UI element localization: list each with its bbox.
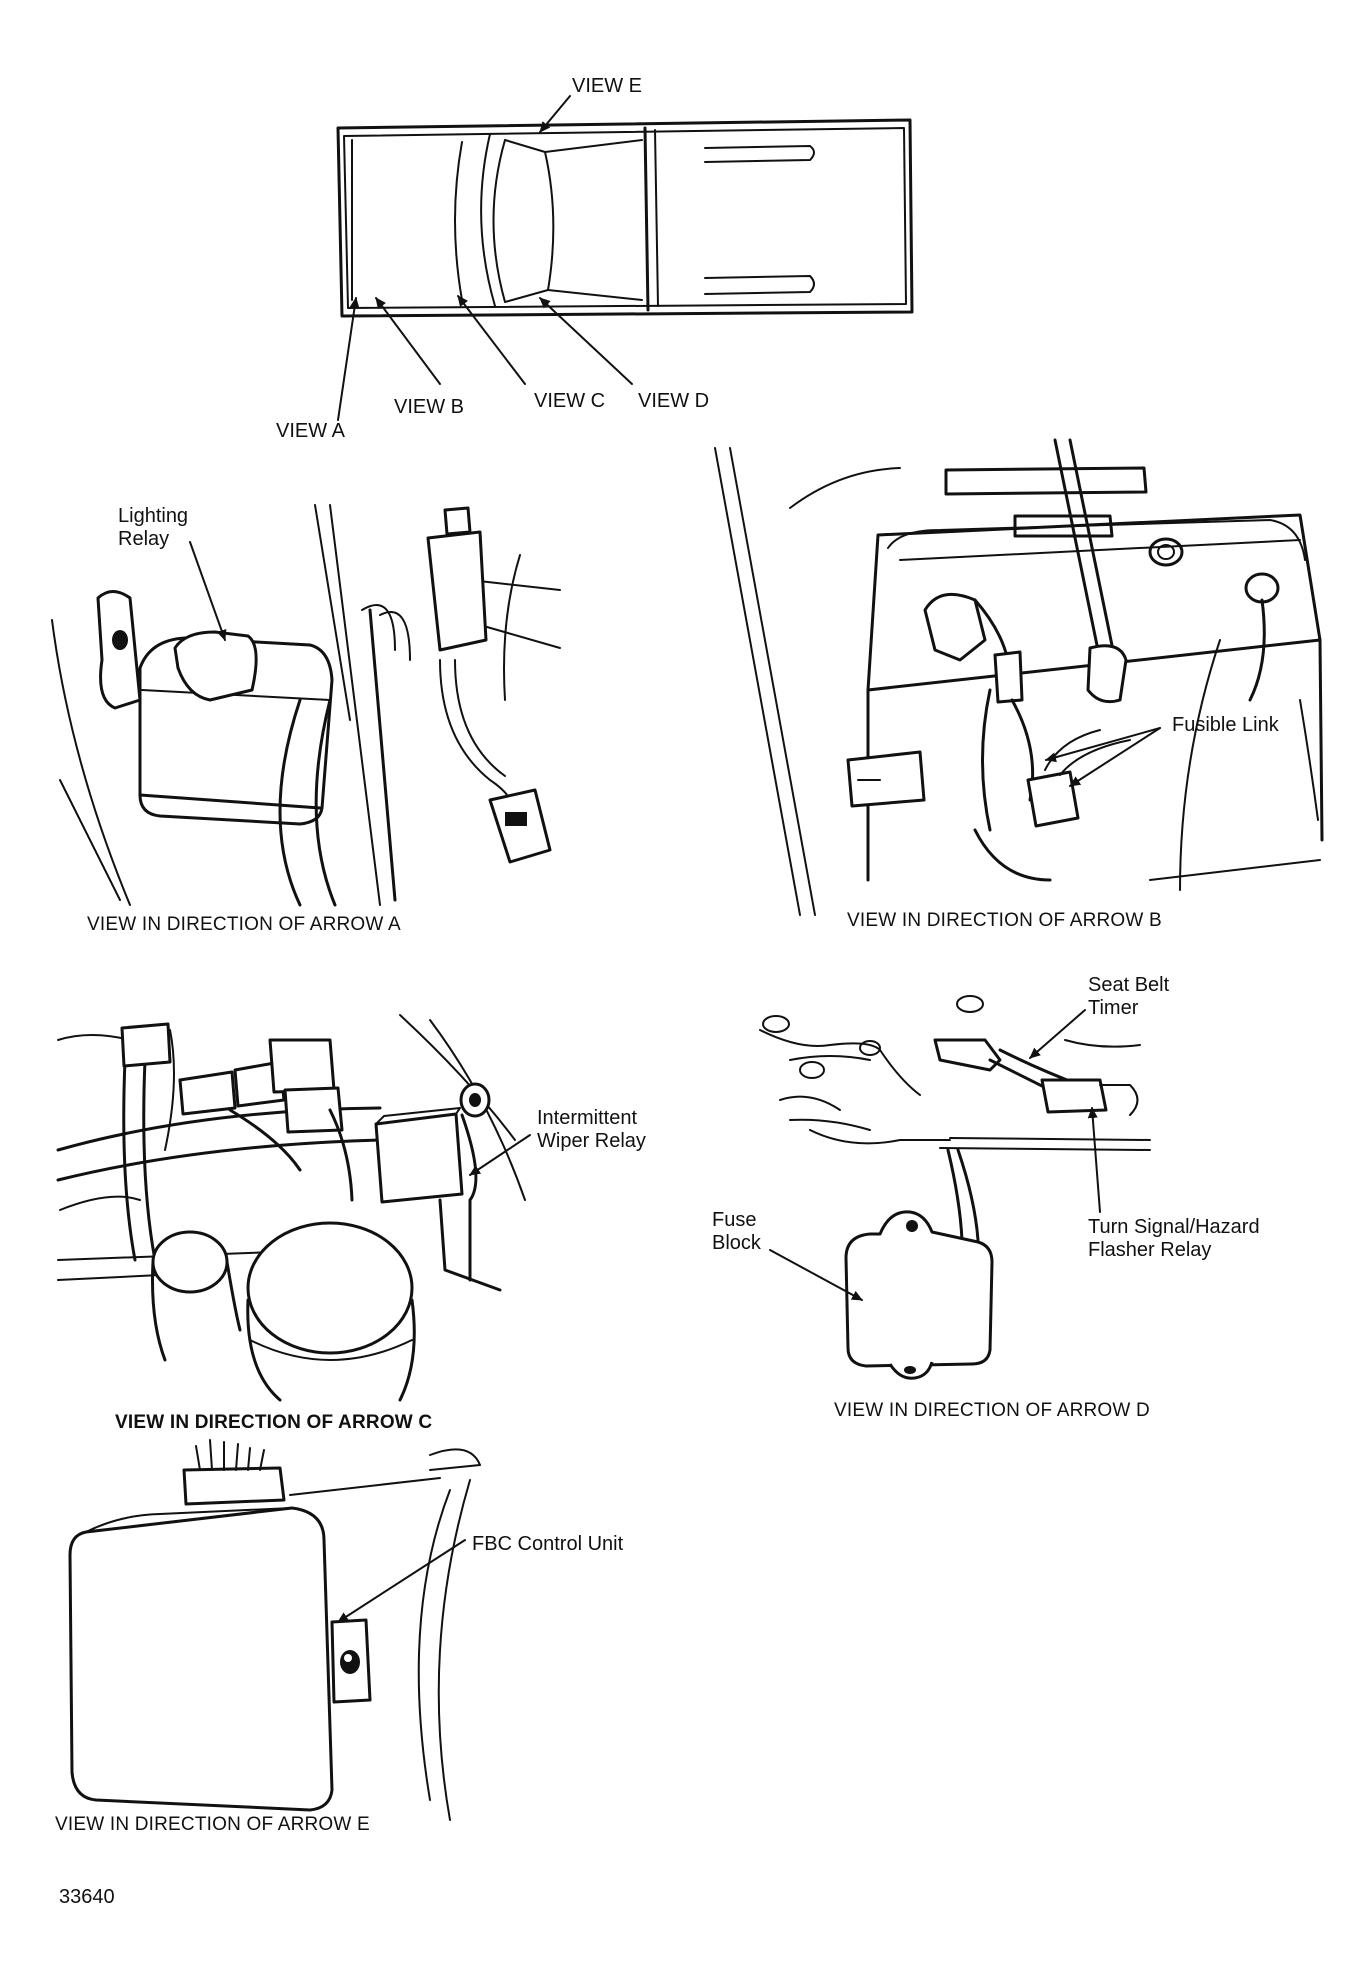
view-d-label: VIEW D [638,390,709,412]
turn-signal-relay-label-line1: Turn Signal/Hazard [1088,1216,1260,1238]
lighting-relay-leader [189,541,227,641]
seat-belt-timer-label-line2: Timer [1088,997,1139,1019]
panel-b-caption: VIEW IN DIRECTION OF ARROW B [847,910,1162,931]
panel-a-illustration [51,504,561,907]
lighting-relay-label-line2: Relay [118,528,169,550]
figure-number: 33640 [59,1886,115,1908]
panel-c-caption: VIEW IN DIRECTION OF ARROW C [115,1412,432,1433]
wiper-relay-label-line1: Intermittent [537,1107,637,1129]
fusible-link-leader-2 [1069,727,1161,787]
panel-d-illustration [759,995,1151,1380]
view-b-label: VIEW B [394,396,464,418]
truck-view-arrows [337,95,633,421]
fusible-link-label: Fusible Link [1172,714,1280,736]
fbc-control-unit-leader [337,1539,466,1623]
turn-signal-relay-label-line2: Flasher Relay [1088,1239,1211,1261]
panel-e-illustration [68,1439,481,1821]
wiper-relay-label-line2: Wiper Relay [537,1130,646,1152]
fuse-block-leader [769,1249,863,1301]
truck-top-view [336,118,914,318]
fbc-control-unit-label: FBC Control Unit [472,1533,624,1555]
panel-b-illustration [714,438,1324,916]
wiper-relay-leader [469,1134,531,1176]
panel-e-caption: VIEW IN DIRECTION OF ARROW E [55,1814,370,1835]
fuse-block-label-line2: Block [712,1232,762,1254]
turn-signal-relay-leader [1087,1107,1101,1213]
fuse-block-label-line1: Fuse [712,1209,756,1231]
lighting-relay-label-line1: Lighting [118,505,188,527]
seat-belt-timer-leader [1029,1009,1086,1059]
panel-a-caption: VIEW IN DIRECTION OF ARROW A [87,914,401,935]
view-e-label: VIEW E [572,75,642,97]
panel-c-illustration [56,1014,526,1402]
view-c-label: VIEW C [534,390,605,412]
panel-d-caption: VIEW IN DIRECTION OF ARROW D [834,1400,1150,1421]
fusible-link-leader-1 [1045,727,1161,763]
view-a-label: VIEW A [276,420,346,442]
seat-belt-timer-label-line1: Seat Belt [1088,974,1170,996]
